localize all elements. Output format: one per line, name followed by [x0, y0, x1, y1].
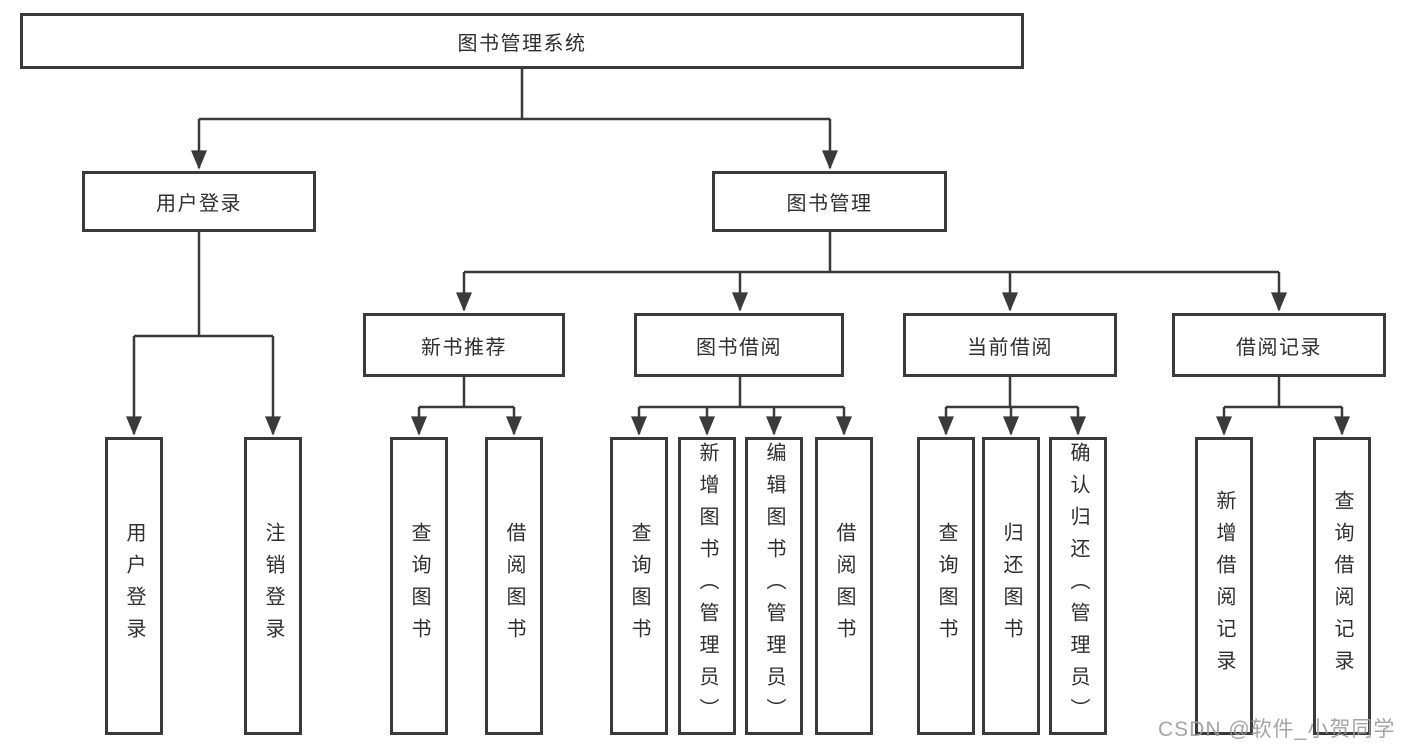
- leaf-logout-label: 注销登录: [262, 522, 284, 650]
- node-user-login: 用户登录: [82, 171, 316, 232]
- leaf-return-books-label: 归还图书: [1000, 522, 1022, 650]
- leaf-confirm-return-admin-label: 确认归还（管理员）: [1067, 442, 1089, 730]
- node-current-borrow: 当前借阅: [903, 313, 1117, 377]
- csdn-watermark: CSDN @软件_小贺同学: [1158, 718, 1396, 741]
- leaf-query-books-recommend-label: 查询图书: [408, 522, 430, 650]
- leaf-query-books-recommend: 查询图书: [390, 437, 448, 735]
- leaf-confirm-return-admin: 确认归还（管理员）: [1049, 437, 1107, 735]
- leaf-edit-book-admin-label: 编辑图书（管理员）: [763, 442, 785, 730]
- leaf-logout: 注销登录: [244, 437, 302, 735]
- leaf-query-books-borrow-label: 查询图书: [628, 522, 650, 650]
- leaf-user-login: 用户登录: [105, 437, 163, 735]
- leaf-borrow-books-recommend-label: 借阅图书: [503, 522, 525, 650]
- leaf-query-books-current-label: 查询图书: [935, 522, 957, 650]
- node-book-management: 图书管理: [712, 171, 947, 232]
- leaf-add-book-admin: 新增图书（管理员）: [678, 437, 736, 735]
- leaf-add-borrow-record: 新增借阅记录: [1195, 437, 1253, 735]
- node-new-book-recommend: 新书推荐: [363, 313, 565, 377]
- leaf-query-borrow-record: 查询借阅记录: [1313, 437, 1371, 735]
- leaf-borrow-books-label: 借阅图书: [833, 522, 855, 650]
- node-root-system: 图书管理系统: [20, 13, 1024, 69]
- leaf-query-borrow-record-label: 查询借阅记录: [1331, 490, 1353, 682]
- leaf-add-borrow-record-label: 新增借阅记录: [1213, 490, 1235, 682]
- leaf-add-book-admin-label: 新增图书（管理员）: [696, 442, 718, 730]
- leaf-query-books-current: 查询图书: [917, 437, 975, 735]
- leaf-borrow-books-recommend: 借阅图书: [485, 437, 543, 735]
- node-borrow-records: 借阅记录: [1172, 313, 1386, 377]
- leaf-query-books-borrow: 查询图书: [610, 437, 668, 735]
- leaf-borrow-books: 借阅图书: [815, 437, 873, 735]
- node-book-borrow: 图书借阅: [634, 313, 844, 377]
- leaf-return-books: 归还图书: [982, 437, 1040, 735]
- leaf-edit-book-admin: 编辑图书（管理员）: [745, 437, 803, 735]
- leaf-user-login-label: 用户登录: [123, 522, 145, 650]
